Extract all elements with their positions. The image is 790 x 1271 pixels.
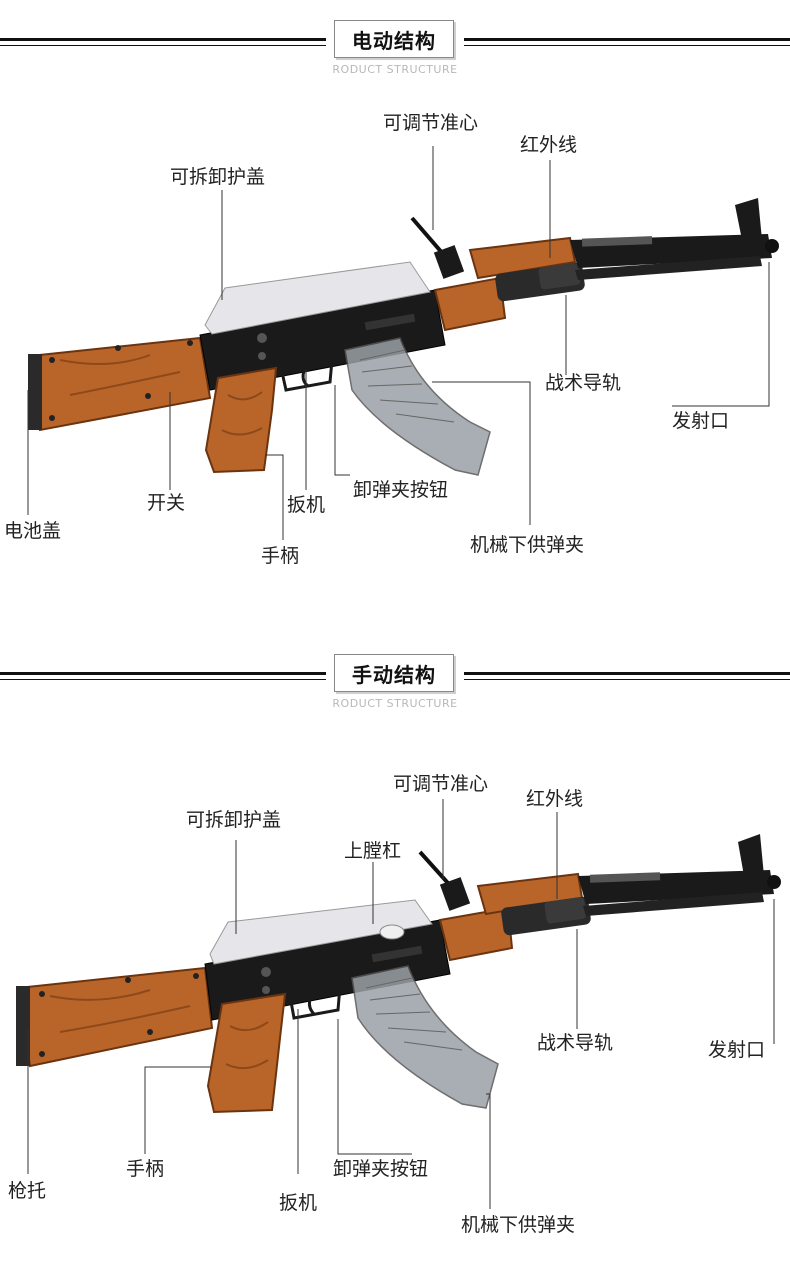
label-charging-handle: 上膛杠: [344, 840, 402, 862]
rifle-front-sight: [738, 834, 764, 876]
label-removable-cover: 可拆卸护盖: [186, 809, 282, 831]
label-magazine: 机械下供弹夹: [470, 534, 585, 556]
section-subtitle: RODUCT STRUCTURE: [332, 697, 458, 710]
label-switch: 开关: [147, 492, 186, 514]
manual-structure-section: 手动结构 RODUCT STRUCTURE: [0, 634, 790, 1271]
label-adjustable-sight: 可调节准心: [383, 112, 479, 134]
electric-rifle-illustration: [28, 198, 779, 476]
label-mag-release: 卸弹夹按钮: [333, 1158, 429, 1180]
label-tactical-rail: 战术导轨: [545, 372, 622, 394]
section-header: 手动结构 RODUCT STRUCTURE: [0, 634, 790, 724]
electric-leader-lines: [27, 146, 770, 540]
label-magazine: 机械下供弹夹: [461, 1214, 576, 1236]
rifle-trigger: [307, 993, 316, 1016]
label-grip: 手柄: [261, 545, 300, 567]
header-rule-left: [0, 38, 326, 41]
rifle-front-sight: [735, 198, 762, 240]
electric-structure-section: 电动结构 RODUCT STRUCTURE: [0, 0, 790, 620]
header-rule-right-thin: [464, 679, 790, 680]
label-tactical-rail: 战术导轨: [537, 1032, 614, 1054]
header-rule-right: [464, 672, 790, 675]
header-rule-left-thin: [0, 679, 326, 680]
rifle-magazine: [344, 337, 491, 476]
section-title: 电动结构: [334, 20, 454, 58]
manual-leader-lines: [27, 799, 775, 1209]
label-infrared: 红外线: [520, 134, 578, 156]
label-muzzle: 发射口: [672, 410, 730, 432]
section-title: 手动结构: [334, 654, 454, 692]
rifle-trigger: [301, 367, 309, 388]
label-grip: 手柄: [126, 1158, 165, 1180]
rifle-magazine: [351, 965, 499, 1109]
rifle-handguard: [433, 276, 507, 332]
section-subtitle: RODUCT STRUCTURE: [332, 63, 458, 76]
rifle-upper-handguard: [468, 236, 577, 280]
label-trigger: 扳机: [279, 1192, 318, 1214]
rifle-cover: [209, 899, 433, 965]
header-rule-right: [464, 38, 790, 41]
rifle-trigger-guard: [288, 985, 342, 1020]
label-trigger: 扳机: [287, 494, 326, 516]
section-header: 电动结构 RODUCT STRUCTURE: [0, 0, 790, 90]
label-stock: 枪托: [8, 1180, 47, 1202]
label-removable-cover: 可拆卸护盖: [170, 166, 266, 188]
label-muzzle: 发射口: [708, 1039, 766, 1061]
manual-rifle-illustration: [16, 834, 781, 1114]
header-rule-left: [0, 672, 326, 675]
header-rule-right-thin: [464, 45, 790, 46]
header-rule-left-thin: [0, 45, 326, 46]
label-infrared: 红外线: [526, 788, 584, 810]
label-mag-release: 卸弹夹按钮: [353, 479, 449, 501]
label-adjustable-sight: 可调节准心: [393, 773, 489, 795]
label-battery-cover: 电池盖: [4, 520, 62, 542]
